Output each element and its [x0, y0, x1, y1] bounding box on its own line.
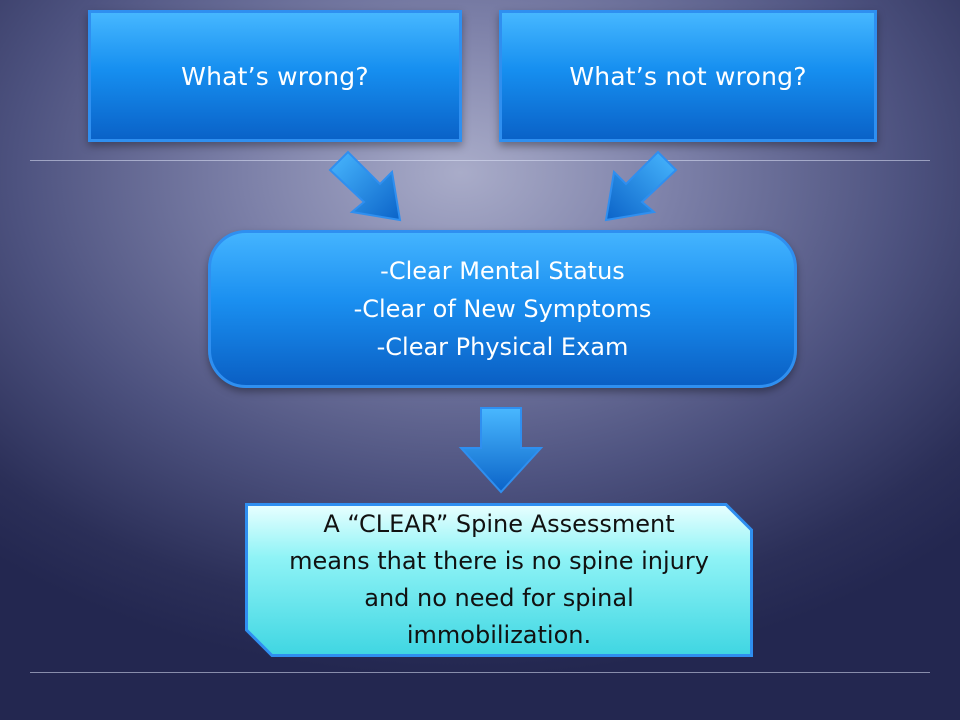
whats-not-wrong-box: What’s not wrong?: [499, 10, 877, 142]
clear-assessment-result-box: A “CLEAR” Spine Assessment means that th…: [245, 503, 753, 657]
result-box-shape: [245, 503, 753, 657]
result-line-4: immobilization.: [406, 621, 592, 649]
whats-not-wrong-label: What’s not wrong?: [569, 61, 807, 91]
result-line-3: and no need for spinal: [364, 584, 634, 612]
arrow-down-left-icon: [604, 150, 678, 222]
result-line-2: means that there is no spine injury: [289, 547, 709, 575]
arrow-down-icon: [458, 407, 544, 494]
criteria-line-physical-exam: -Clear Physical Exam: [376, 333, 629, 361]
bottom-divider-line: [30, 672, 930, 673]
arrow-down-right-icon: [328, 150, 402, 222]
whats-wrong-label: What’s wrong?: [181, 61, 369, 91]
criteria-line-new-symptoms: -Clear of New Symptoms: [353, 295, 652, 323]
clear-criteria-box: -Clear Mental Status -Clear of New Sympt…: [208, 230, 797, 388]
whats-wrong-box: What’s wrong?: [88, 10, 462, 142]
top-divider-line: [30, 160, 930, 161]
result-line-1: A “CLEAR” Spine Assessment: [323, 510, 675, 538]
criteria-line-mental-status: -Clear Mental Status: [380, 257, 625, 285]
